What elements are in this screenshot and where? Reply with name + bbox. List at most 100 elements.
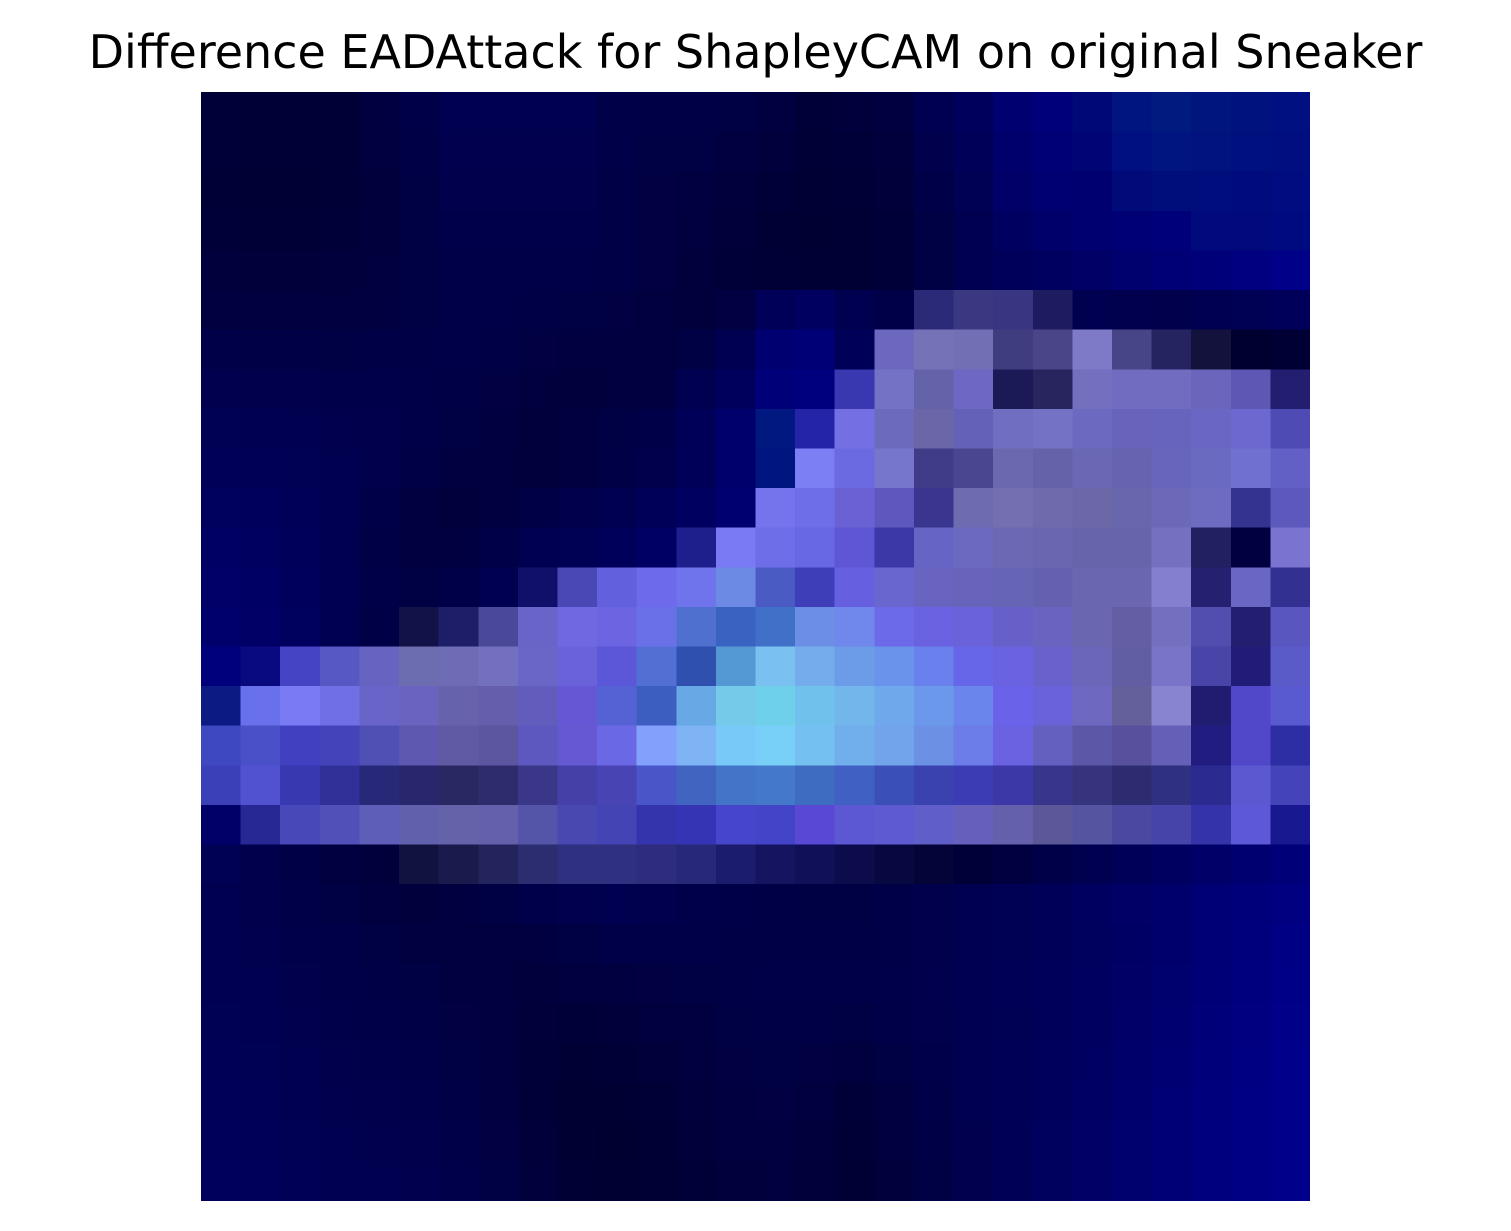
heatmap-cell-r17-c23 xyxy=(1111,765,1153,806)
heatmap-cell-r4-c26 xyxy=(1230,250,1271,291)
heatmap-cell-r2-c20 xyxy=(993,171,1034,212)
heatmap-cell-r11-c19 xyxy=(953,527,994,568)
heatmap-cell-r13-c9 xyxy=(557,606,598,648)
heatmap-cell-r11-c13 xyxy=(715,527,757,568)
heatmap-cell-r23-c1 xyxy=(240,1002,281,1044)
heatmap-cell-r27-c4 xyxy=(359,1161,400,1201)
heatmap-cell-r4-c8 xyxy=(517,250,559,291)
heatmap-cell-r22-c6 xyxy=(438,963,479,1004)
heatmap-cell-r5-c25 xyxy=(1191,290,1232,331)
heatmap-cell-r11-c6 xyxy=(438,527,479,568)
heatmap-cell-r9-c7 xyxy=(478,448,519,489)
heatmap-cell-r7-c27 xyxy=(1270,369,1310,410)
heatmap-cell-r12-c14 xyxy=(755,567,796,608)
heatmap-cell-r1-c8 xyxy=(517,131,559,172)
heatmap-cell-r25-c4 xyxy=(359,1082,400,1123)
heatmap-cell-r10-c10 xyxy=(597,488,638,529)
heatmap-cell-r3-c12 xyxy=(676,210,717,252)
heatmap-cell-r3-c17 xyxy=(874,210,915,252)
heatmap-cell-r3-c21 xyxy=(1032,210,1073,252)
heatmap-cell-r17-c25 xyxy=(1191,765,1232,806)
heatmap-cell-r17-c21 xyxy=(1032,765,1073,806)
heatmap-cell-r24-c2 xyxy=(280,1042,321,1083)
heatmap-cell-r3-c11 xyxy=(636,210,677,252)
heatmap-cell-r9-c23 xyxy=(1111,448,1153,489)
heatmap-cell-r10-c3 xyxy=(319,488,361,529)
heatmap-cell-r0-c27 xyxy=(1270,92,1310,133)
heatmap-cell-r3-c7 xyxy=(478,210,519,252)
heatmap-cell-r16-c7 xyxy=(478,725,519,766)
heatmap-cell-r12-c10 xyxy=(597,567,638,608)
heatmap-cell-r13-c23 xyxy=(1111,606,1153,648)
heatmap-cell-r8-c3 xyxy=(319,408,361,450)
heatmap-cell-r16-c8 xyxy=(517,725,559,766)
heatmap-cell-r10-c2 xyxy=(280,488,321,529)
heatmap-cell-r22-c3 xyxy=(319,963,361,1004)
heatmap-cell-r9-c12 xyxy=(676,448,717,489)
heatmap-cell-r10-c21 xyxy=(1032,488,1073,529)
heatmap-cell-r5-c1 xyxy=(240,290,281,331)
heatmap-cell-r17-c27 xyxy=(1270,765,1310,806)
heatmap-cell-r7-c12 xyxy=(676,369,717,410)
heatmap-cell-r12-c22 xyxy=(1072,567,1113,608)
heatmap-cell-r22-c11 xyxy=(636,963,677,1004)
heatmap-cell-r8-c5 xyxy=(399,408,440,450)
heatmap-cell-r26-c9 xyxy=(557,1121,598,1162)
heatmap-cell-r0-c3 xyxy=(319,92,361,133)
heatmap-cell-r24-c18 xyxy=(913,1042,955,1083)
heatmap-cell-r12-c25 xyxy=(1191,567,1232,608)
heatmap-cell-r24-c17 xyxy=(874,1042,915,1083)
heatmap-cell-r13-c13 xyxy=(715,606,757,648)
heatmap-cell-r6-c21 xyxy=(1032,329,1073,370)
heatmap-cell-r14-c0 xyxy=(201,646,242,687)
heatmap-cell-r2-c4 xyxy=(359,171,400,212)
heatmap-cell-r15-c26 xyxy=(1230,686,1271,727)
heatmap-cell-r23-c7 xyxy=(478,1002,519,1044)
heatmap-cell-r26-c7 xyxy=(478,1121,519,1162)
heatmap-cell-r6-c22 xyxy=(1072,329,1113,370)
heatmap-cell-r6-c18 xyxy=(913,329,955,370)
heatmap-cell-r16-c15 xyxy=(795,725,836,766)
heatmap-cell-r12-c20 xyxy=(993,567,1034,608)
heatmap-cell-r25-c26 xyxy=(1230,1082,1271,1123)
heatmap-cell-r16-c2 xyxy=(280,725,321,766)
heatmap-cell-r16-c27 xyxy=(1270,725,1310,766)
heatmap-cell-r16-c4 xyxy=(359,725,400,766)
heatmap-cell-r15-c5 xyxy=(399,686,440,727)
heatmap-cell-r3-c1 xyxy=(240,210,281,252)
heatmap-cell-r7-c17 xyxy=(874,369,915,410)
heatmap-cell-r7-c19 xyxy=(953,369,994,410)
heatmap-cell-r6-c27 xyxy=(1270,329,1310,370)
heatmap-cell-r19-c19 xyxy=(953,844,994,885)
heatmap-cell-r3-c8 xyxy=(517,210,559,252)
heatmap-cell-r21-c13 xyxy=(715,923,757,964)
heatmap-cell-r25-c6 xyxy=(438,1082,479,1123)
heatmap-cell-r16-c25 xyxy=(1191,725,1232,766)
heatmap-cell-r14-c14 xyxy=(755,646,796,687)
heatmap-cell-r26-c17 xyxy=(874,1121,915,1162)
heatmap-cell-r6-c26 xyxy=(1230,329,1271,370)
heatmap-cell-r12-c4 xyxy=(359,567,400,608)
heatmap-cell-r4-c22 xyxy=(1072,250,1113,291)
heatmap-cell-r22-c2 xyxy=(280,963,321,1004)
heatmap-cell-r8-c17 xyxy=(874,408,915,450)
heatmap-cell-r7-c5 xyxy=(399,369,440,410)
heatmap-cell-r11-c25 xyxy=(1191,527,1232,568)
heatmap-cell-r15-c14 xyxy=(755,686,796,727)
heatmap-cell-r18-c17 xyxy=(874,804,915,846)
heatmap-cell-r14-c26 xyxy=(1230,646,1271,687)
heatmap-cell-r5-c17 xyxy=(874,290,915,331)
heatmap-cell-r19-c17 xyxy=(874,844,915,885)
heatmap-cell-r6-c20 xyxy=(993,329,1034,370)
heatmap-cell-r27-c1 xyxy=(240,1161,281,1201)
heatmap-cell-r26-c11 xyxy=(636,1121,677,1162)
heatmap-cell-r13-c27 xyxy=(1270,606,1310,648)
heatmap-cell-r25-c0 xyxy=(201,1082,242,1123)
heatmap-cell-r24-c1 xyxy=(240,1042,281,1083)
heatmap-cell-r24-c13 xyxy=(715,1042,757,1083)
heatmap-cell-r14-c1 xyxy=(240,646,281,687)
heatmap-cell-r4-c21 xyxy=(1032,250,1073,291)
heatmap-cell-r4-c16 xyxy=(834,250,875,291)
heatmap-cell-r13-c19 xyxy=(953,606,994,648)
heatmap-cell-r11-c20 xyxy=(993,527,1034,568)
